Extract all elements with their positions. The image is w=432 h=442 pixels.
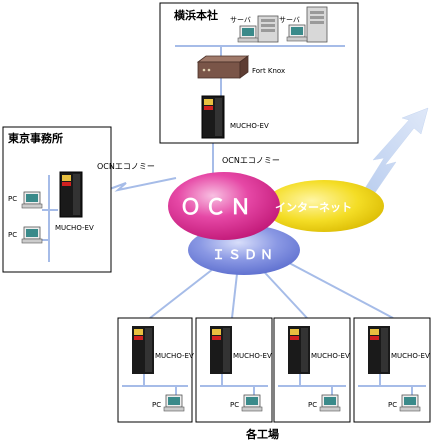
factory-router-label-2: MUCHO-EV <box>233 352 272 360</box>
ocn-cloud <box>168 172 280 240</box>
pc-icon <box>21 226 43 244</box>
factory-box-2 <box>195 317 273 423</box>
internet-cloud <box>264 180 384 232</box>
server-icon <box>286 6 328 43</box>
factory-box-4 <box>353 317 431 423</box>
isdn-label: ＩＳＤＮ <box>212 248 277 263</box>
hq-router-label: MUCHO-EV <box>230 122 269 130</box>
hq-link-label: OCNエコノミー <box>222 156 280 165</box>
server-icon <box>237 15 279 43</box>
firewall-label: Fort Knox <box>252 67 286 75</box>
firewall-icon <box>196 55 250 79</box>
server-label-2: サーバ <box>279 16 300 24</box>
internet-arrow <box>361 107 429 201</box>
tokyo-title: 東京事務所 <box>8 132 63 145</box>
tokyo-router-label: MUCHO-EV <box>55 224 94 232</box>
tokyo-office-box <box>2 126 112 273</box>
factory-pc-label-1: PC <box>152 401 162 409</box>
hq-office-box <box>159 2 359 144</box>
ocn-label: ＯＣＮ <box>180 195 255 219</box>
factory-router-label-1: MUCHO-EV <box>155 352 194 360</box>
factory-box-1 <box>117 317 193 423</box>
factories-title: 各工場 <box>246 428 279 441</box>
tokyo-pc-label-2: PC <box>8 231 18 239</box>
factory-router-label-3: MUCHO-EV <box>311 352 350 360</box>
internet-label: インターネット <box>275 201 352 214</box>
router-icon <box>59 171 83 218</box>
factory-router-label-4: MUCHO-EV <box>391 352 430 360</box>
factory-box-3 <box>273 317 351 423</box>
hq-title: 横浜本社 <box>174 9 218 22</box>
pc-icon <box>21 191 43 209</box>
tokyo-link-label: OCNエコノミー <box>97 162 155 171</box>
server-label-1: サーバ <box>230 16 251 24</box>
factory-pc-label-2: PC <box>230 401 240 409</box>
tokyo-pc-label-1: PC <box>8 195 18 203</box>
factory-pc-label-4: PC <box>388 401 398 409</box>
router-icon <box>201 95 225 139</box>
factory-pc-label-3: PC <box>308 401 318 409</box>
